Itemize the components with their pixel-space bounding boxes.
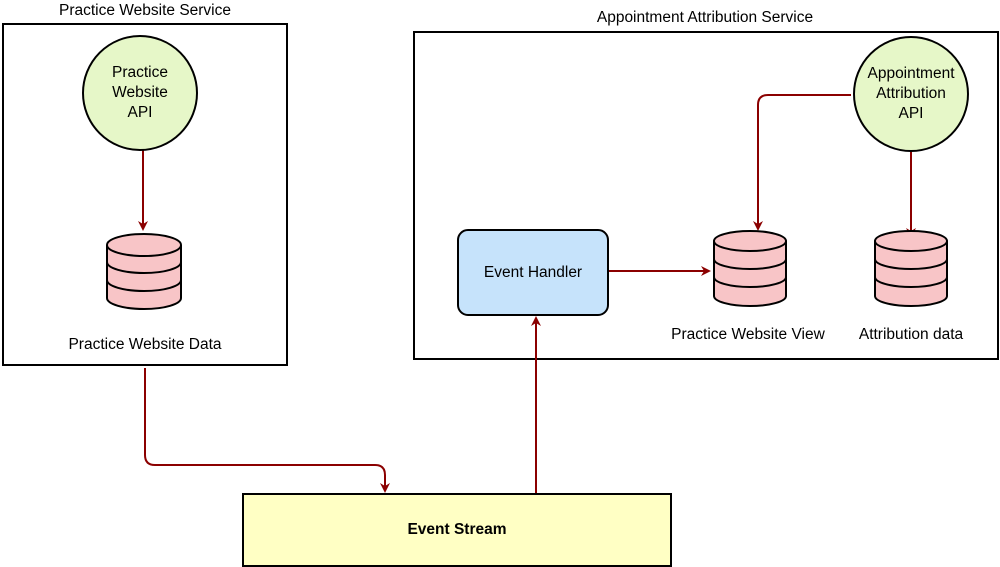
event-handler-label: Event Handler bbox=[483, 263, 583, 281]
practice-website-data-db-icon bbox=[106, 233, 182, 310]
event-handler-node bbox=[457, 229, 609, 316]
appointment-attribution-api-node bbox=[853, 36, 969, 152]
event-stream-label: Event Stream bbox=[407, 521, 507, 538]
appointment-attribution-api-label: Appointment Attribution API bbox=[867, 65, 955, 122]
event-stream-node bbox=[242, 493, 672, 567]
edge-attr-api-to-view bbox=[753, 94, 851, 231]
practice-website-data-label: Practice Website Data bbox=[68, 336, 222, 353]
attribution-data-db-icon bbox=[874, 230, 948, 307]
practice-website-service-title: Practice Website Service bbox=[59, 2, 231, 19]
practice-website-api-node bbox=[82, 35, 198, 151]
practice-website-view-label: Practice Website View bbox=[671, 326, 825, 343]
edge-data-to-event-stream bbox=[144, 368, 390, 493]
practice-website-view-db-icon bbox=[713, 230, 787, 307]
attribution-data-label: Attribution data bbox=[858, 326, 964, 343]
practice-website-api-label: Practice Website API bbox=[112, 64, 168, 121]
appointment-attribution-service-title: Appointment Attribution Service bbox=[596, 9, 814, 26]
